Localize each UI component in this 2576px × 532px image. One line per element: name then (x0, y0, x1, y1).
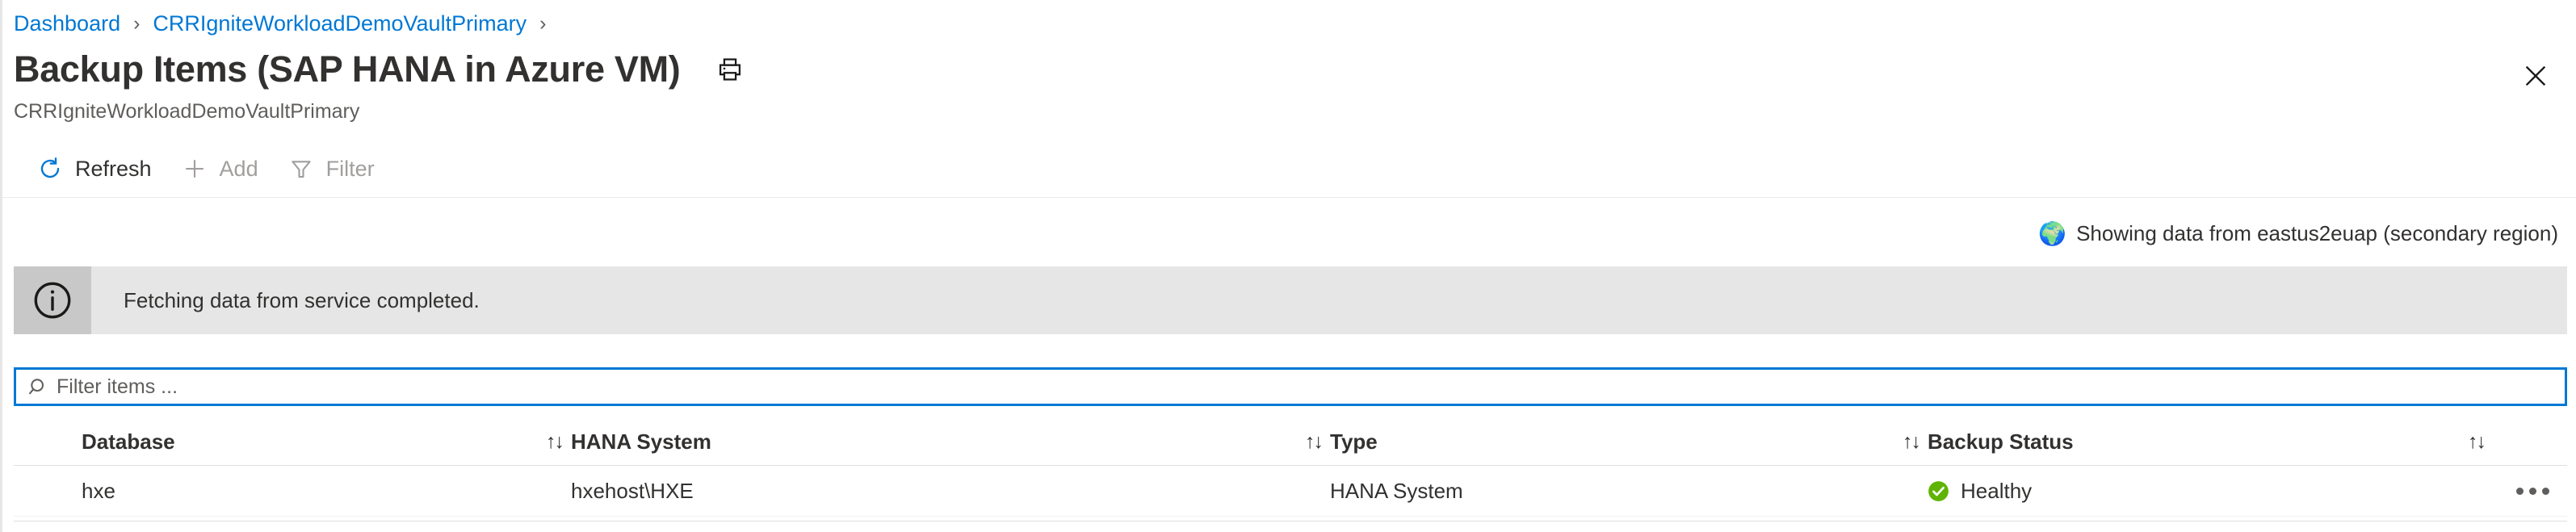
sort-icon-database[interactable]: ↑↓ (546, 429, 564, 453)
column-header-backup-status-label: Backup Status (1928, 429, 2074, 454)
info-banner: Fetching data from service completed. (14, 266, 2567, 334)
breadcrumb-item-dashboard[interactable]: Dashboard (14, 10, 121, 36)
cell-type-value: HANA System (1330, 478, 1463, 503)
sort-icon-backup-status[interactable]: ↑↓ (2468, 429, 2486, 453)
globe-icon: 🌍 (2038, 220, 2067, 246)
cell-actions (2493, 481, 2567, 501)
secondary-region-notice: 🌍 Showing data from eastus2euap (seconda… (2038, 221, 2558, 246)
command-bar-divider (2, 197, 2576, 198)
table-bottom-divider (14, 521, 2567, 522)
refresh-label: Refresh (75, 156, 152, 181)
table-header-row: Database ↑↓ HANA System ↑↓ Type ↑↓ Backu… (14, 418, 2567, 466)
filter-label: Filter (325, 156, 375, 181)
search-input[interactable] (57, 371, 2565, 403)
column-header-type-label: Type (1330, 429, 1378, 454)
column-header-hana-system[interactable]: HANA System ↑↓ (571, 429, 1330, 455)
column-header-database-label: Database (82, 429, 175, 454)
column-header-backup-status[interactable]: Backup Status ↑↓ (1928, 429, 2493, 455)
column-header-hana-system-label: HANA System (571, 429, 711, 454)
page-title: Backup Items (SAP HANA in Azure VM) (14, 48, 681, 90)
breadcrumb: Dashboard › CRRIgniteWorkloadDemoVaultPr… (14, 10, 559, 37)
more-options-icon[interactable] (2513, 481, 2553, 501)
column-header-database[interactable]: Database ↑↓ (14, 429, 571, 455)
cell-hana-system: hxehost\HXE (571, 479, 1330, 504)
info-icon (14, 266, 91, 334)
cell-database: hxe (14, 479, 571, 504)
info-banner-message: Fetching data from service completed. (124, 287, 480, 312)
breadcrumb-separator-icon-2: › (539, 11, 547, 35)
cell-hana-system-value: hxehost\HXE (571, 478, 694, 503)
add-label: Add (219, 156, 258, 181)
print-icon[interactable] (714, 53, 746, 86)
healthy-check-icon (1928, 480, 1949, 502)
status-badge: Healthy (1928, 479, 2032, 504)
funnel-icon (287, 155, 315, 182)
cell-backup-status-value: Healthy (1961, 478, 2033, 503)
filter-button[interactable]: Filter (273, 146, 389, 191)
breadcrumb-separator-icon: › (133, 11, 141, 35)
cell-type: HANA System (1330, 479, 1928, 504)
refresh-button[interactable]: Refresh (22, 146, 166, 191)
filter-items-box[interactable] (14, 367, 2567, 406)
search-icon (21, 376, 57, 397)
sort-icon-hana-system[interactable]: ↑↓ (1305, 429, 1324, 453)
column-header-type[interactable]: Type ↑↓ (1330, 429, 1928, 455)
refresh-icon (36, 155, 64, 182)
backup-items-table: Database ↑↓ HANA System ↑↓ Type ↑↓ Backu… (14, 418, 2567, 517)
plus-icon (181, 155, 208, 182)
close-icon[interactable] (2516, 57, 2555, 95)
cell-database-value: hxe (82, 478, 115, 503)
page-subtitle: CRRIgniteWorkloadDemoVaultPrimary (14, 100, 360, 123)
cell-backup-status: Healthy (1928, 479, 2493, 504)
sort-icon-type[interactable]: ↑↓ (1903, 429, 1921, 453)
table-row[interactable]: hxe hxehost\HXE HANA System Healthy (14, 466, 2567, 517)
add-button[interactable]: Add (166, 146, 273, 191)
secondary-region-text: Showing data from eastus2euap (secondary… (2076, 221, 2558, 245)
breadcrumb-item-vault[interactable]: CRRIgniteWorkloadDemoVaultPrimary (153, 10, 527, 36)
title-row: Backup Items (SAP HANA in Azure VM) (14, 48, 746, 90)
command-bar: Refresh Add Filter (2, 144, 2576, 194)
